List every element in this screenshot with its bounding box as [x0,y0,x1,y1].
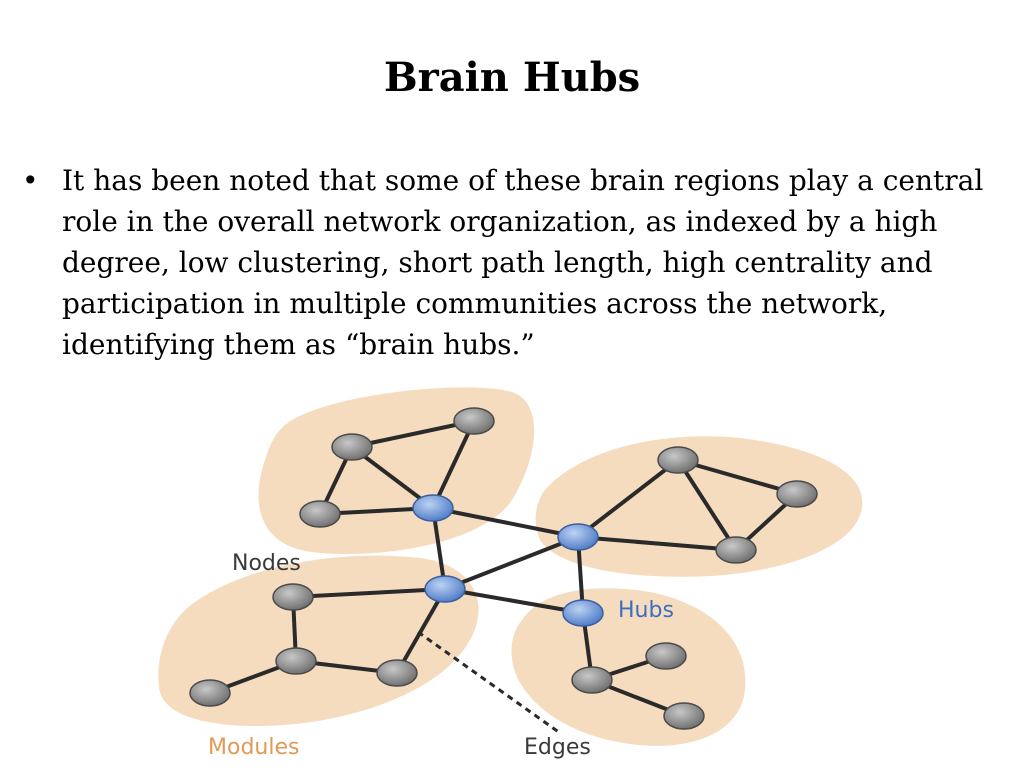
network-node [645,642,687,670]
network-node [275,647,317,675]
hub-node [562,599,604,627]
nodes-group [189,407,818,730]
network-node [663,702,705,730]
nodes-label: Nodes [232,551,301,576]
edge-line [432,506,579,539]
network-node [657,446,699,474]
network-node [189,679,231,707]
hubs-label: Hubs [618,598,674,623]
slide-title: Brain Hubs [383,54,641,101]
edge-line [351,419,475,449]
edge-line [444,535,579,591]
hub-node [424,575,466,603]
edge-line [444,587,584,615]
modules-label: Modules [208,735,299,760]
edge-line [395,588,447,674]
network-node [571,666,613,694]
bullet-text: It has been noted that some of these bra… [62,164,984,361]
hub-node [412,494,454,522]
network-node [331,433,373,461]
network-node [776,480,818,508]
bullet-item: • It has been noted that some of these b… [22,160,1002,365]
module-right [535,436,863,577]
edge-line [431,420,476,509]
hub-node [557,523,599,551]
edge-line [577,535,737,552]
edges-pointer-line [417,630,561,735]
edge-line [576,458,680,539]
edge-line [292,587,446,599]
network-node [299,500,341,528]
network-node [272,583,314,611]
bullet-icon: • [22,164,39,197]
edges-label: Edges [524,735,591,760]
bullet-list: • It has been noted that some of these b… [22,160,1002,365]
edge-line [676,458,738,552]
edge-line [677,458,798,496]
network-node [453,407,495,435]
network-node [376,659,418,687]
network-node [715,536,757,564]
module-top-left [258,387,535,555]
